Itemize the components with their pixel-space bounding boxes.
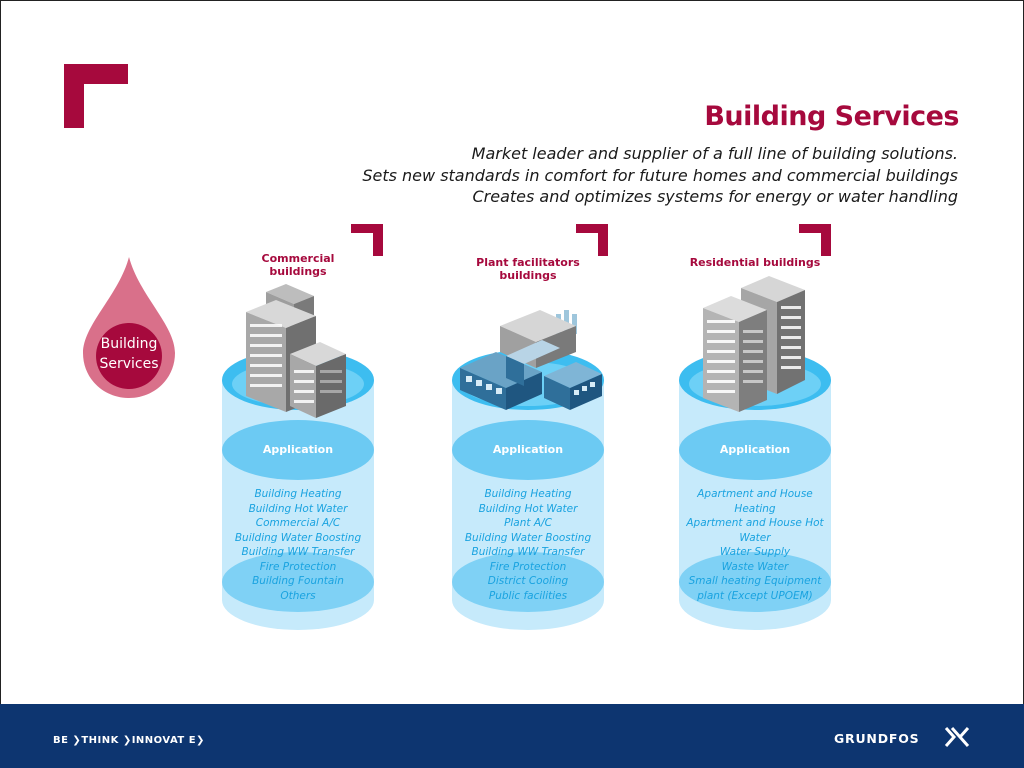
list-item: Building Heating: [484, 488, 572, 500]
page-title: Building Services: [704, 101, 959, 132]
subtitle-line: Sets new standards in comfort for future…: [362, 165, 958, 185]
list-item: Apartment and House: [697, 488, 813, 500]
list-item: plant (Except UPOEM): [697, 589, 813, 602]
list-item: Waste Water: [721, 560, 789, 573]
list-item: Building WW Transfer: [241, 546, 355, 558]
list-item: Apartment and House Hot: [686, 517, 824, 529]
list-item: Water Supply: [719, 546, 791, 558]
column-title: Plant facilitators buildings: [448, 256, 608, 282]
apartment-building-icon: [703, 276, 805, 412]
corner-bracket-small: [351, 224, 383, 256]
application-list: Building Heating Building Hot Water Plan…: [448, 487, 608, 603]
list-item: Others: [280, 589, 316, 602]
list-item: Building Water Boosting: [464, 531, 592, 544]
footer-tagline: BE ❯THINK ❯INNOVAT E❯: [53, 735, 205, 746]
column-title-line: Plant facilitators: [476, 256, 580, 269]
column-title-line: buildings: [269, 265, 327, 278]
list-item: Commercial A/C: [255, 517, 341, 529]
column-title-line: Residential buildings: [689, 256, 821, 269]
drop-label-line: Services: [99, 356, 159, 372]
list-item: Building Hot Water: [478, 502, 578, 515]
corner-bracket-logo: [64, 64, 128, 128]
water-drop-icon: [83, 257, 175, 398]
drop-label: Building Services: [83, 334, 175, 374]
list-item: District Cooling: [487, 575, 569, 587]
list-item: Fire Protection: [259, 560, 337, 573]
application-label: Application: [492, 443, 564, 456]
column-commercial: Commercial buildings Application: [218, 240, 378, 640]
application-list: Apartment and House Heating Apartment an…: [675, 487, 835, 603]
office-building-icon: [246, 284, 346, 418]
application-list: Building Heating Building Hot Water Comm…: [218, 487, 378, 603]
application-label: Application: [719, 443, 791, 456]
list-item: Small heating Equipment: [688, 575, 822, 587]
drop-label-line: Building: [100, 336, 158, 352]
column-title-line: buildings: [499, 269, 557, 282]
subtitle-line: Market leader and supplier of a full lin…: [471, 144, 958, 163]
column-title: Residential buildings: [675, 256, 835, 269]
factory-building-icon: [460, 310, 602, 410]
column-title: Commercial buildings: [218, 252, 378, 278]
list-item: Building Water Boosting: [234, 531, 362, 544]
list-item: Building WW Transfer: [471, 546, 585, 558]
list-item: Building Fountain: [252, 575, 344, 587]
list-item: Public facilities: [488, 589, 568, 602]
list-item: Fire Protection: [489, 560, 567, 573]
column-title-line: Commercial: [261, 252, 335, 265]
page-subtitle: Market leader and supplier of a full lin…: [362, 143, 958, 208]
application-label: Application: [262, 443, 334, 456]
list-item: Water: [739, 531, 771, 544]
column-plant: Plant facilitators buildings Application…: [448, 240, 608, 640]
list-item: Building Hot Water: [248, 502, 348, 515]
list-item: Building Heating: [254, 488, 342, 500]
grundfos-logo-text: GRUNDFOS: [834, 731, 920, 746]
subtitle-line: Creates and optimizes systems for energy…: [472, 187, 958, 206]
list-item: Plant A/C: [504, 517, 552, 529]
corner-bracket-small: [799, 224, 831, 256]
footer-bar: [0, 704, 1024, 768]
column-residential: Residential buildings Application: [675, 240, 835, 640]
corner-bracket-small: [576, 224, 608, 256]
grundfos-x-logo-icon: [944, 727, 970, 747]
list-item: Heating: [734, 502, 776, 515]
